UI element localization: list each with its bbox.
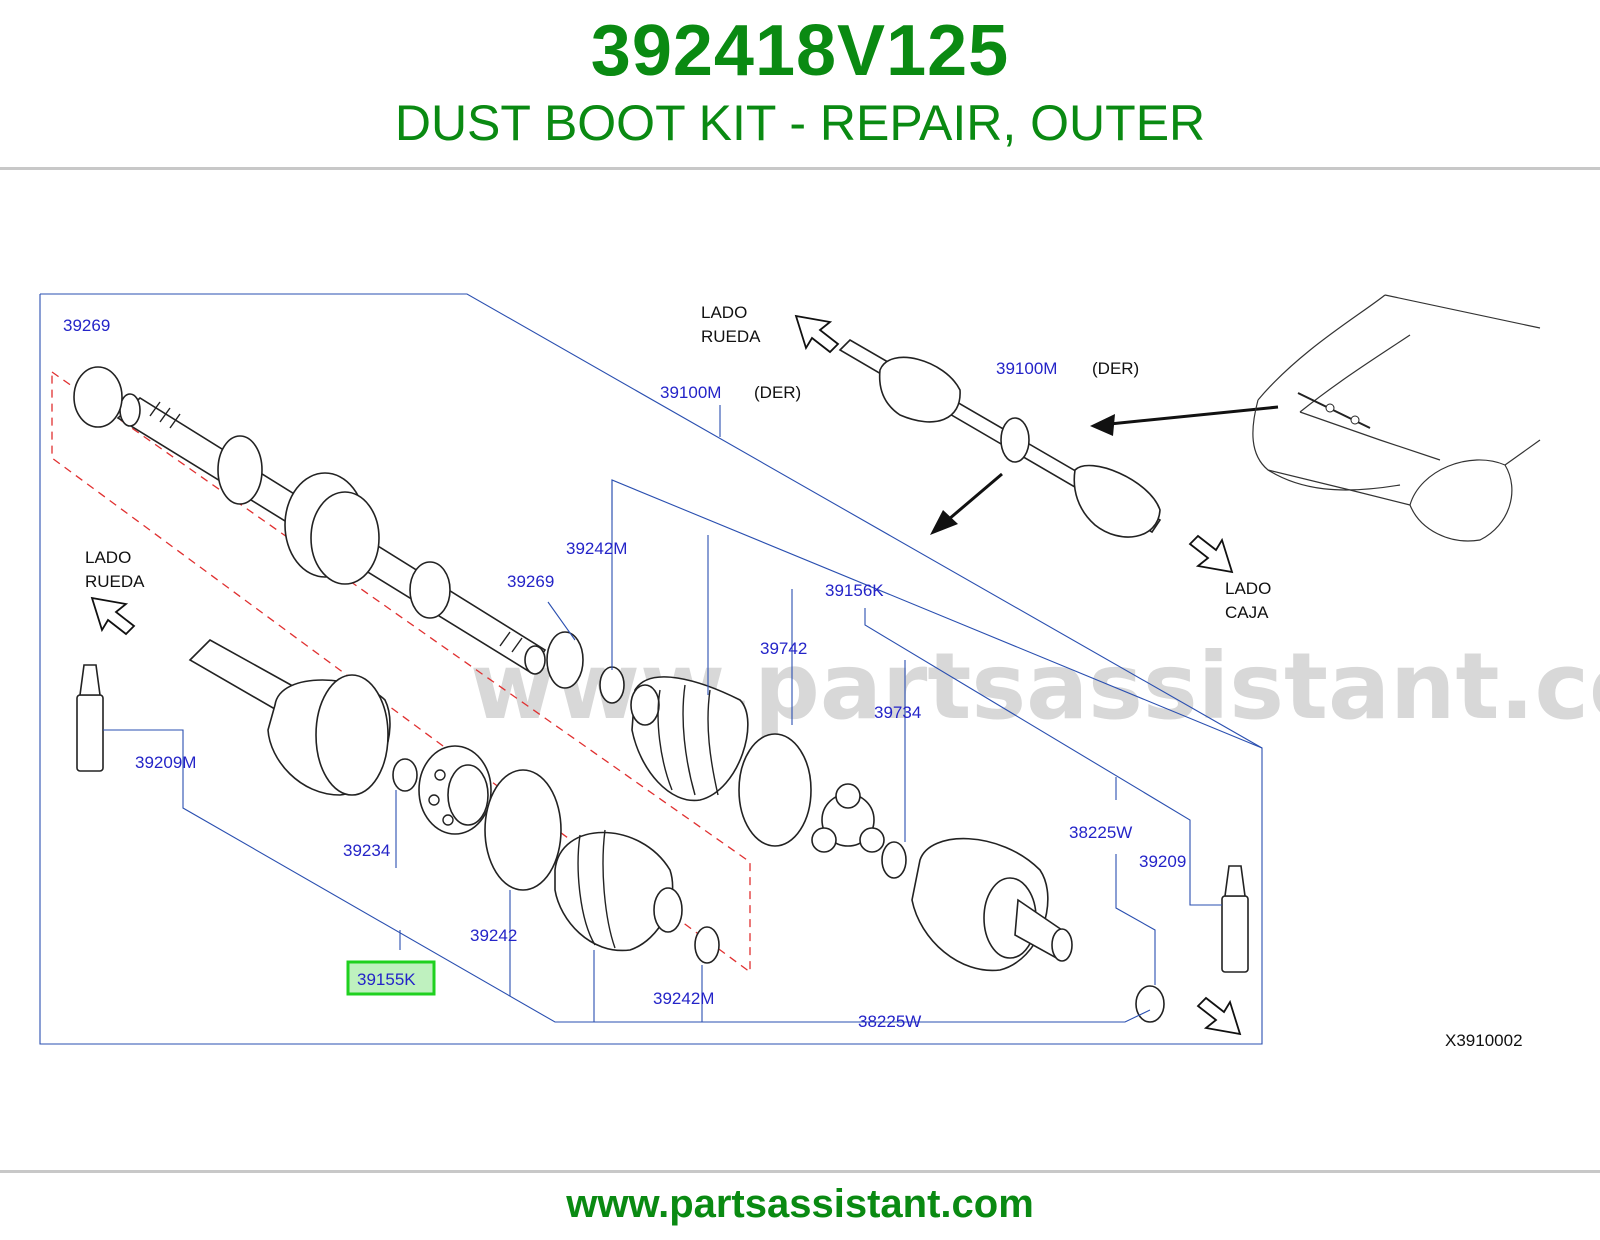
outer-cv-joint [188,639,391,796]
parts-diagram: www.partsassistant.com [39,293,1600,1050]
lado-rueda-left-arrow [90,596,136,636]
ball-cage [418,745,492,835]
callout-39209[interactable]: 39209 [1139,852,1186,871]
lado-rueda-top-line2: RUEDA [701,327,761,346]
grease-tube-39209 [1221,865,1249,973]
callout-39100m-inset-der: (DER) [1092,359,1139,378]
band-39242m-top [599,666,625,704]
callout-38225w-right[interactable]: 38225W [1069,823,1132,842]
band-39742 [738,733,812,847]
lower-right-arrow [1196,996,1242,1036]
callout-38225w-bottom[interactable]: 38225W [858,1012,921,1031]
clamp-39269-top [73,366,123,428]
footer-url[interactable]: www.partsassistant.com [566,1182,1034,1226]
car-outline [1252,294,1541,542]
callout-39100m-main-der: (DER) [754,383,801,402]
lado-caja-line1: LADO [1225,579,1271,598]
tripod-spider [811,783,885,853]
header: 392418V125 DUST BOOT KIT - REPAIR, OUTER [0,0,1600,170]
inner-boot-39742 [630,676,749,802]
diagram-code: X3910002 [1445,1031,1523,1050]
band-39242m-bottom [694,926,720,964]
callout-39269-mid[interactable]: 39269 [507,572,554,591]
lado-rueda-top-arrow [794,314,840,354]
inner-joint-housing [911,837,1073,972]
lado-rueda-left-line2: RUEDA [85,572,145,591]
callout-39242m-top[interactable]: 39242M [566,539,627,558]
leader-lines [103,405,1263,1023]
grease-tube-39209m [76,664,104,772]
snap-ring-39734 [881,841,907,879]
highlight-box-39155k [346,960,436,996]
callout-39242[interactable]: 39242 [470,926,517,945]
callout-39269-top[interactable]: 39269 [63,316,110,335]
assembly-frame [39,293,1263,1045]
callout-39209m[interactable]: 39209M [135,753,196,772]
lado-caja-line2: CAJA [1225,603,1269,622]
outer-boot [554,829,683,952]
snap-ring-38225w [1135,985,1165,1023]
footer-divider [0,1170,1600,1173]
callout-39100m-inset[interactable]: 39100M [996,359,1057,378]
clamp-39269-mid [546,631,584,689]
circlip-39234 [392,758,418,792]
direction-arrows [930,405,1279,535]
callout-39742[interactable]: 39742 [760,639,807,658]
car-shaft [1297,392,1371,429]
callout-39734[interactable]: 39734 [874,703,921,722]
header-divider [0,167,1600,170]
callout-39234[interactable]: 39234 [343,841,390,860]
part-number-title: 392418V125 [590,11,1010,91]
band-39242 [484,769,562,891]
lado-rueda-top-line1: LADO [701,303,747,322]
lado-caja-arrow [1188,534,1234,574]
part-description: DUST BOOT KIT - REPAIR, OUTER [394,95,1206,151]
callout-39100m-main[interactable]: 39100M [660,383,721,402]
inset-drive-shaft [838,338,1162,538]
callout-39156k[interactable]: 39156K [825,581,884,600]
drive-shaft-assembly [116,393,547,675]
callout-39242m-bottom[interactable]: 39242M [653,989,714,1008]
callout-39155k[interactable]: 39155K [357,970,416,989]
lado-rueda-left-line1: LADO [85,548,131,567]
